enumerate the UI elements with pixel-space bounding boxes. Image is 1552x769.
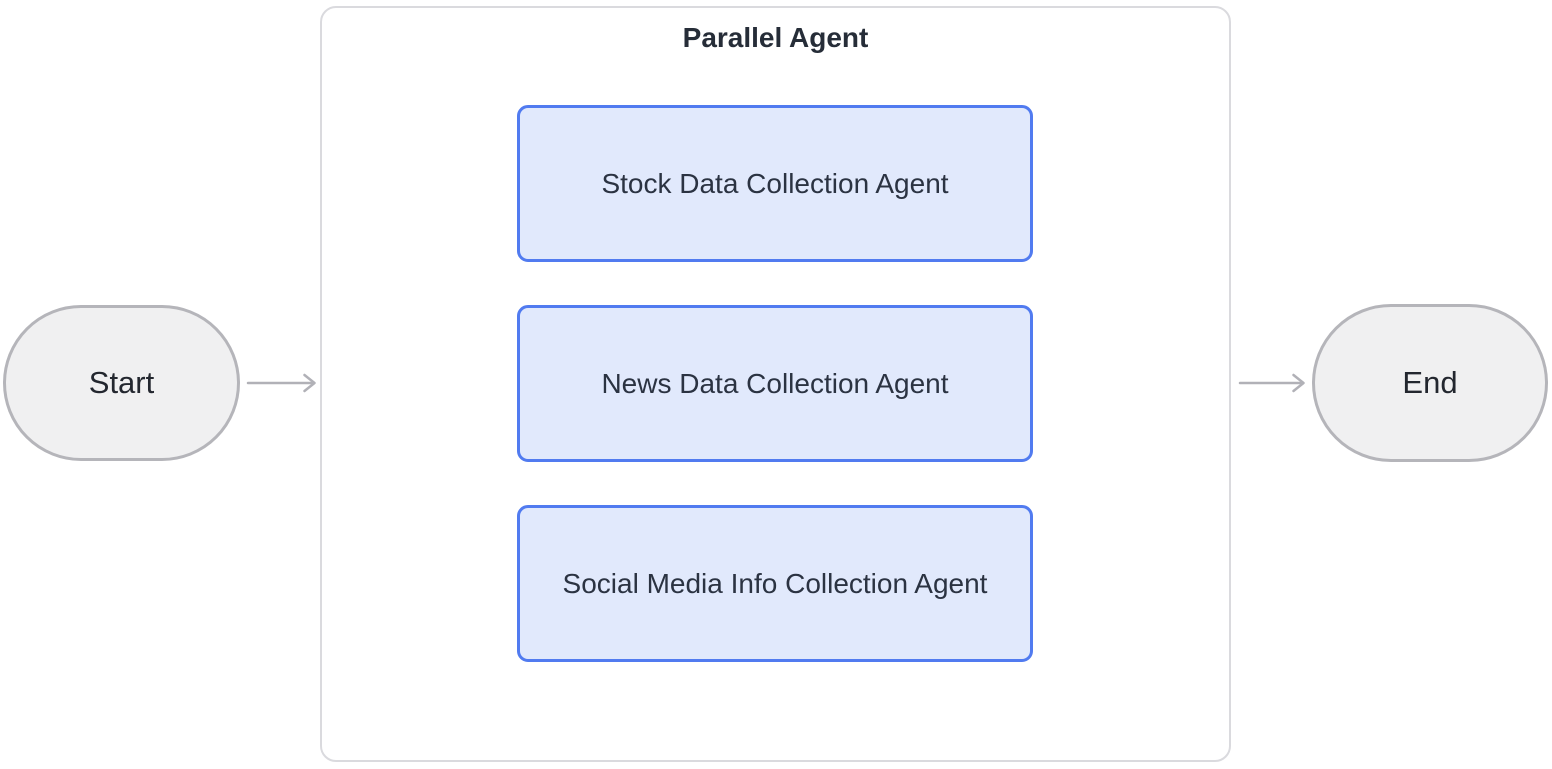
end-node-label: End bbox=[1402, 365, 1458, 400]
agent-node-label: Stock Data Collection Agent bbox=[601, 167, 949, 199]
agent-node-label: News Data Collection Agent bbox=[601, 367, 949, 399]
group-title: Parallel Agent bbox=[682, 22, 869, 53]
start-node-label: Start bbox=[88, 365, 155, 400]
agent-node-news[interactable]: News Data Collection Agent bbox=[517, 305, 1033, 462]
end-node[interactable]: End bbox=[1312, 304, 1548, 462]
start-node[interactable]: Start bbox=[3, 305, 240, 461]
agent-node-social[interactable]: Social Media Info Collection Agent bbox=[517, 505, 1033, 662]
agent-node-stock[interactable]: Stock Data Collection Agent bbox=[517, 105, 1033, 262]
agent-node-label: Social Media Info Collection Agent bbox=[562, 567, 988, 599]
